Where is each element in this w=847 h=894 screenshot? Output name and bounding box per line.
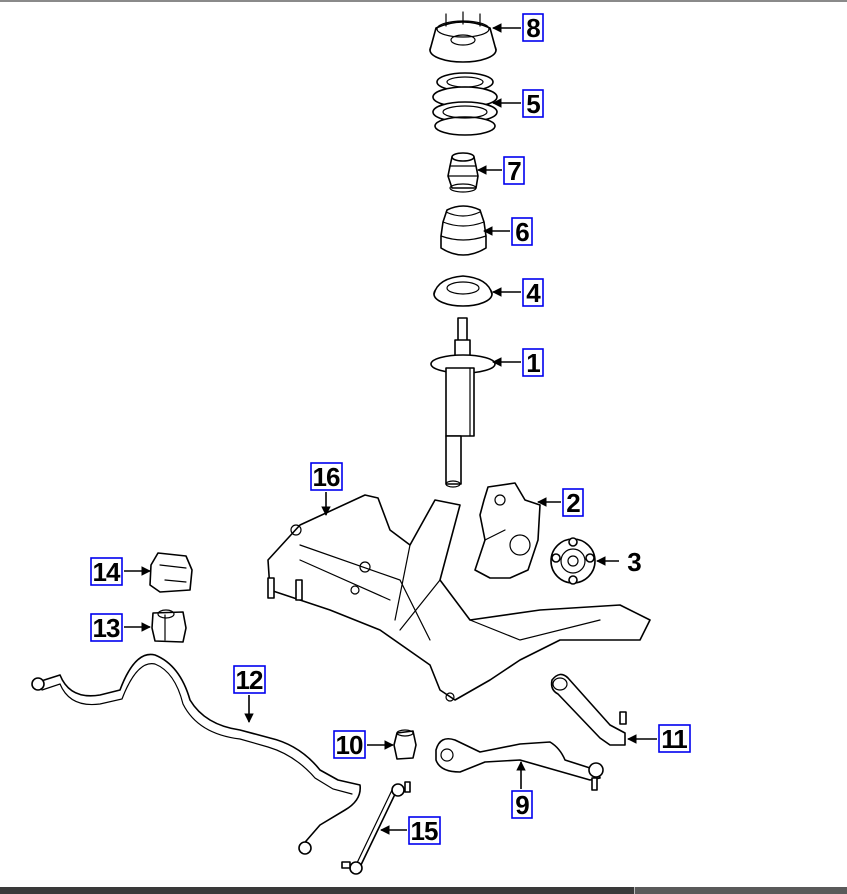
callout-label-11: 11 xyxy=(661,724,687,754)
stabilizer-bushing xyxy=(151,609,187,643)
control-arm-bushing xyxy=(393,729,417,760)
callout-label-10: 10 xyxy=(336,730,363,760)
callout-15[interactable]: 15 xyxy=(408,816,441,846)
callout-label-14: 14 xyxy=(93,557,121,587)
stabilizer-link xyxy=(341,781,411,875)
taskbar-strip-right xyxy=(634,887,847,894)
callout-5[interactable]: 5 xyxy=(522,89,544,119)
coil-spring xyxy=(432,72,498,136)
callout-2[interactable]: 2 xyxy=(562,488,584,518)
callout-label-13: 13 xyxy=(93,613,120,643)
callout-label-12: 12 xyxy=(236,665,263,695)
callout-6[interactable]: 6 xyxy=(511,217,533,247)
callout-12[interactable]: 12 xyxy=(233,665,266,695)
window-top-border xyxy=(0,0,847,2)
callout-3[interactable]: 3 xyxy=(627,547,642,577)
stabilizer-bracket xyxy=(149,552,193,593)
lower-control-arm xyxy=(435,737,604,791)
callout-label-4: 4 xyxy=(526,278,541,308)
callout-label-8: 8 xyxy=(526,13,540,43)
callout-label-16: 16 xyxy=(313,462,340,492)
tension-strut xyxy=(550,673,627,746)
strut-assembly xyxy=(430,317,496,488)
stabilizer-bar xyxy=(31,653,362,855)
callout-14[interactable]: 14 xyxy=(90,557,123,587)
steering-knuckle xyxy=(474,482,541,579)
dust-boot xyxy=(440,205,487,256)
callout-label-3: 3 xyxy=(627,547,641,577)
callout-label-15: 15 xyxy=(411,816,438,846)
callout-1[interactable]: 1 xyxy=(522,348,544,378)
callout-11[interactable]: 11 xyxy=(658,724,691,754)
callout-13[interactable]: 13 xyxy=(90,613,123,643)
callout-4[interactable]: 4 xyxy=(522,278,544,308)
callout-label-6: 6 xyxy=(515,217,529,247)
spring-seat xyxy=(433,275,493,307)
front-subframe xyxy=(267,494,651,702)
callout-label-9: 9 xyxy=(515,790,529,820)
leader-lines xyxy=(124,23,657,835)
callout-label-2: 2 xyxy=(566,488,580,518)
callout-label-7: 7 xyxy=(507,156,521,186)
taskbar-strip xyxy=(0,887,847,894)
wheel-hub xyxy=(550,537,596,585)
callout-label-1: 1 xyxy=(526,348,540,378)
callout-10[interactable]: 10 xyxy=(333,730,366,760)
callout-8[interactable]: 8 xyxy=(522,13,544,43)
callout-7[interactable]: 7 xyxy=(503,156,525,186)
strut-mount xyxy=(429,11,497,63)
callout-16[interactable]: 16 xyxy=(310,462,343,492)
callout-label-5: 5 xyxy=(526,89,540,119)
bump-stop xyxy=(447,152,479,193)
callout-9[interactable]: 9 xyxy=(511,790,533,820)
